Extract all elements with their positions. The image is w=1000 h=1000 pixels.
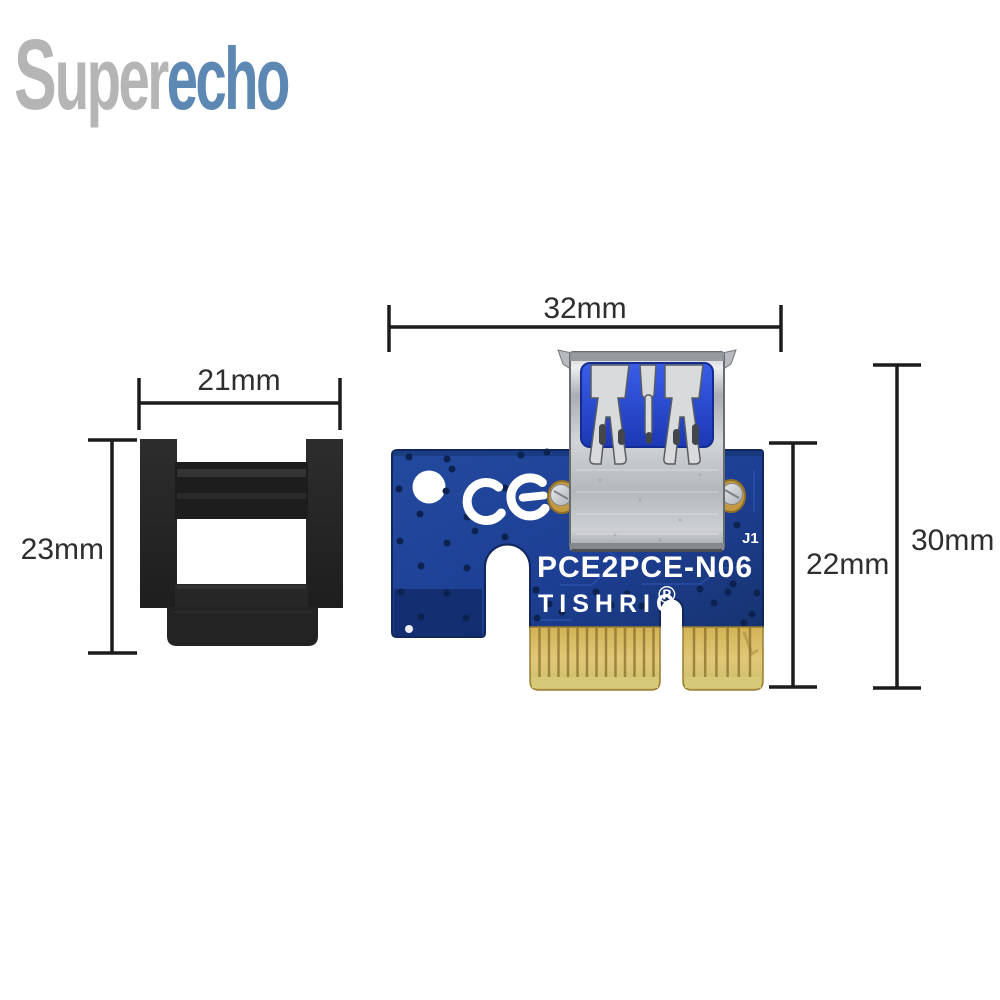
pcb-ref-designator: J1 bbox=[742, 530, 759, 547]
ce-letter-e-bar bbox=[518, 491, 548, 502]
gold-finger-block-left bbox=[529, 626, 661, 691]
pcie-edge-connector bbox=[529, 626, 764, 691]
dim-21mm bbox=[137, 378, 342, 430]
registered-trademark-symbol: ® bbox=[658, 582, 676, 609]
ce-letter-c bbox=[462, 478, 506, 525]
clip-top-bar-bevel bbox=[177, 469, 306, 477]
clip-right-post bbox=[306, 439, 343, 608]
dim-label-overall-height: 30mm bbox=[911, 524, 994, 557]
dim-32mm bbox=[387, 305, 783, 352]
dim-22mm bbox=[769, 441, 817, 689]
pcb-model-silkscreen: PCE2PCE-N06 bbox=[537, 551, 753, 584]
pcb-mounting-hole bbox=[412, 470, 446, 504]
clip-top-bar-ridge bbox=[177, 493, 306, 499]
dim-label-board-height: 22mm bbox=[806, 548, 889, 581]
dim-label-board-width: 32mm bbox=[543, 292, 626, 325]
clip-left-post bbox=[140, 439, 177, 608]
gold-finger-gaps bbox=[538, 628, 752, 677]
dim-label-clip-width: 21mm bbox=[197, 364, 280, 397]
gold-bottom-strip-right bbox=[685, 677, 761, 688]
ce-certification-mark bbox=[462, 473, 550, 525]
black-fixing-clip bbox=[140, 439, 343, 646]
logo-initial: S bbox=[14, 19, 57, 131]
gold-bottom-strip-left bbox=[532, 677, 658, 688]
shell-brush-lines bbox=[576, 469, 718, 535]
dimension-lines bbox=[88, 305, 921, 690]
clip-bottom-bar-bevel bbox=[177, 585, 306, 589]
dim-30mm bbox=[873, 363, 921, 690]
logo-prefix: uper bbox=[54, 29, 169, 128]
shell-bottom-shadow bbox=[572, 549, 722, 552]
ce-letter-e-arc bbox=[506, 473, 550, 521]
clip-foot bbox=[167, 607, 318, 646]
shell-speckles bbox=[598, 473, 702, 542]
dim-label-clip-height: 23mm bbox=[21, 533, 104, 566]
shell-top-lip bbox=[570, 352, 724, 361]
logo-accent: echo bbox=[166, 29, 291, 128]
gold-finger-block-right bbox=[682, 626, 764, 691]
pcb-vias bbox=[395, 448, 761, 627]
shell-slots bbox=[599, 424, 699, 445]
pcb-traces bbox=[540, 470, 755, 621]
gold-smudge bbox=[742, 631, 759, 657]
latch-middle-tongue bbox=[644, 394, 653, 436]
pcb-brand-silkscreen: TISHRIC bbox=[538, 590, 680, 618]
dim-23mm bbox=[88, 438, 137, 655]
usb3-receptacle bbox=[547, 349, 746, 552]
shell-bottom-edge bbox=[570, 543, 724, 550]
pcb-fiducial-dot bbox=[405, 625, 413, 633]
